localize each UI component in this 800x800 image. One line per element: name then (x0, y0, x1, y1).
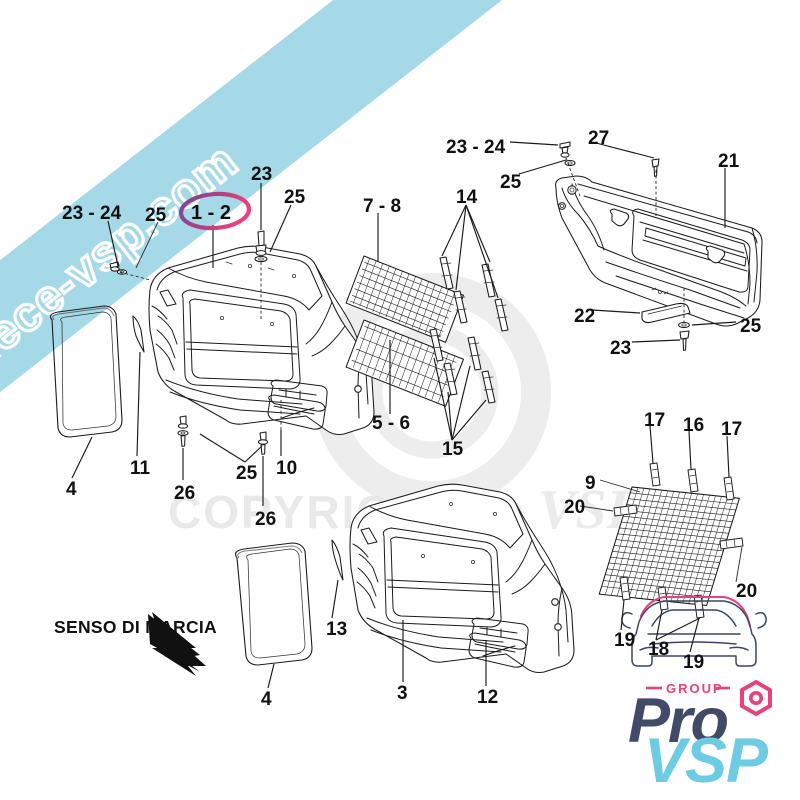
callout-23-24-left: 23 - 24 (62, 203, 122, 224)
callout-13: 13 (326, 619, 347, 640)
callout-21: 21 (718, 151, 740, 172)
part-9-radiator-grille (598, 486, 740, 606)
callout-9: 9 (585, 473, 596, 494)
callout-27: 27 (588, 128, 609, 149)
part-14-rods (439, 256, 509, 332)
callout-19-right: 19 (683, 652, 704, 673)
hex-nut-icon (740, 679, 772, 717)
callout-26-a: 26 (174, 483, 195, 504)
callout-4-upper: 4 (66, 479, 77, 500)
part-15-rods (429, 328, 496, 404)
clip-20-left (613, 504, 638, 517)
callout-20-right: 20 (736, 581, 757, 602)
logo-vsp-text: VSP (644, 726, 769, 796)
callout-25-b: 25 (284, 187, 306, 208)
part-7-8-mesh-upper (345, 255, 464, 343)
highlight-ellipse (178, 191, 252, 231)
callout-25-c: 25 (500, 172, 522, 193)
fasteners-rear (559, 141, 690, 351)
callout-22: 22 (574, 306, 595, 327)
clip-16 (687, 468, 699, 493)
callout-23-a: 23 (251, 164, 272, 185)
clip-17-left (649, 462, 661, 487)
callout-12: 12 (477, 687, 498, 708)
part-1-2-front-bumper-upper (148, 245, 375, 436)
callout-5-6: 5 - 6 (372, 413, 410, 434)
callout-25-e: 25 (236, 463, 258, 484)
callout-25-d: 25 (740, 316, 762, 337)
fasteners-front-upper (109, 230, 268, 275)
clip-20-right (719, 537, 744, 550)
part-4-seal-lower (235, 542, 313, 666)
clip-17-right (723, 476, 735, 501)
callout-23-b: 23 (610, 338, 631, 359)
callout-15: 15 (442, 439, 464, 460)
fasteners-front-lower (177, 415, 269, 455)
callout-7-8: 7 - 8 (363, 196, 401, 217)
callout-3: 3 (397, 683, 408, 704)
part-3-front-bumper-lower (349, 483, 575, 674)
direction-arrow (148, 612, 206, 676)
callout-11: 11 (130, 458, 151, 479)
callout-16: 16 (683, 415, 704, 436)
callout-20-left: 20 (564, 497, 585, 518)
callout-23-24-right: 23 - 24 (446, 137, 506, 158)
part-21-rear-valance (555, 175, 763, 327)
logo-pro-text: Pro (628, 686, 728, 756)
clip-19-left (619, 576, 631, 601)
callout-10: 10 (276, 458, 297, 479)
callout-1-2: 1 - 2 (191, 202, 231, 224)
callout-18: 18 (648, 639, 669, 660)
banner-band (0, 0, 524, 538)
leader-lines (71, 141, 743, 689)
callout-17-right: 17 (721, 419, 742, 440)
logo-group-badge: GROUP (646, 681, 730, 696)
callout-labels: 23 - 24 25 1 - 2 23 25 7 - 8 14 5 - 6 15… (62, 128, 762, 710)
direction-note-label: SENSO DI MARCIA (54, 617, 217, 637)
car-silhouette (621, 595, 767, 667)
callout-17-left: 17 (644, 410, 665, 431)
logo-group-text: GROUP (666, 681, 724, 696)
callout-19-left: 19 (614, 630, 635, 651)
callout-4-lower: 4 (261, 689, 272, 710)
part-13-trim (331, 539, 344, 581)
part-11-trim (132, 315, 145, 353)
callout-14: 14 (456, 187, 478, 208)
callout-26-b: 26 (255, 509, 276, 530)
part-4-seal-upper (49, 305, 123, 438)
callout-25-a: 25 (145, 205, 167, 226)
part-22-bracket (641, 302, 691, 324)
